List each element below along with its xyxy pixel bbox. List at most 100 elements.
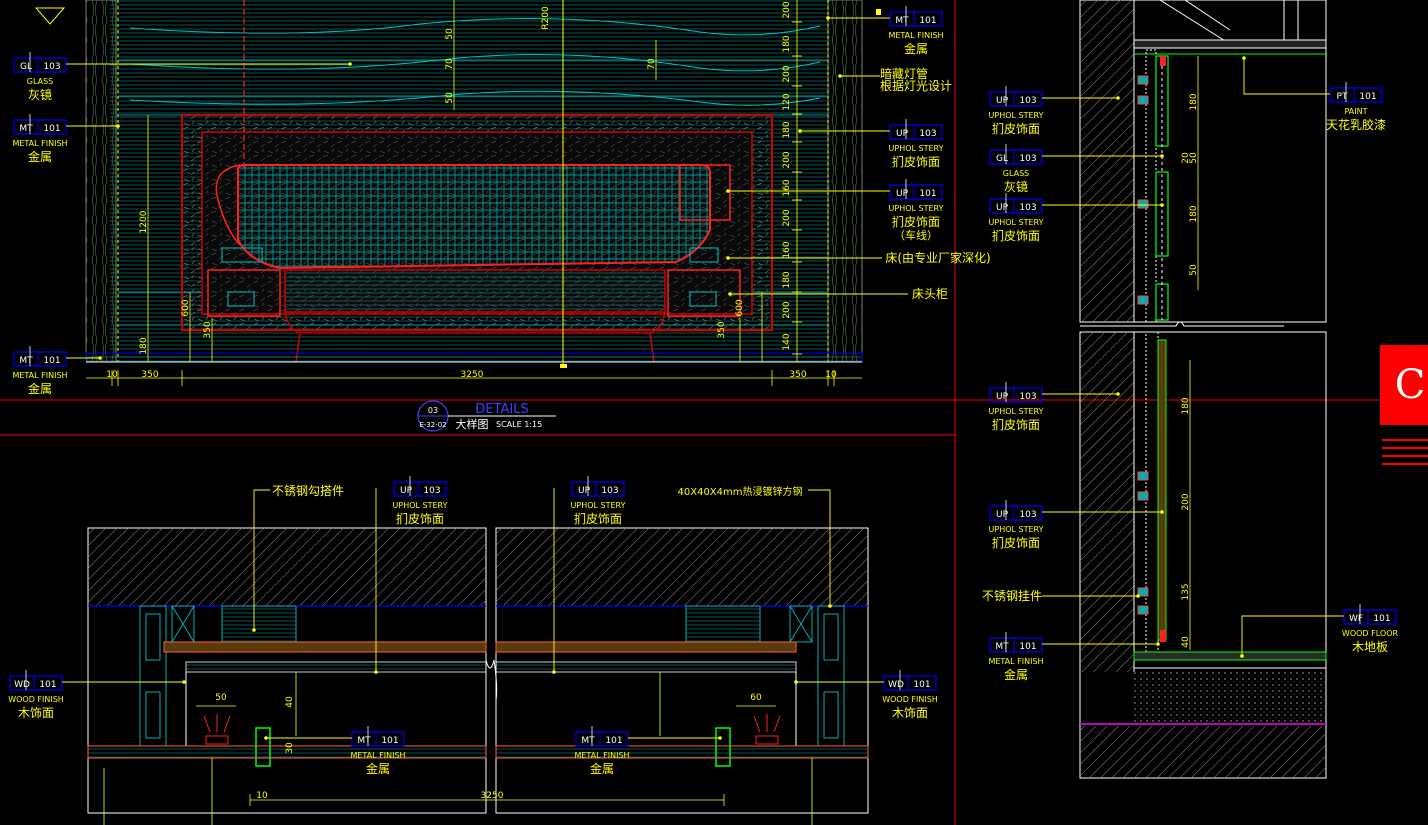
tag-english: METAL FINISH [988,657,1043,666]
note-steel-hanger: 不锈钢挂件 [982,589,1042,603]
tag-number: 103 [1019,96,1036,106]
note-bed: 床(由专业厂家深化) [885,250,990,265]
note-nightstand: 床头柜 [912,287,948,301]
sec-dim-180b: 180 [1189,205,1199,222]
tag-code: MT [995,642,1009,652]
tag-english: WOOD FLOOR [1342,629,1399,638]
tag-english: UPHOL STERY [989,525,1044,534]
tag-code: UP [996,203,1009,213]
title-number: 03 [428,406,438,415]
dim-inner-70b: 70 [647,58,657,70]
note-led-hidden: 暗藏灯管 [880,66,928,81]
title-scale: SCALE 1:15 [496,420,542,429]
tag-chinese-2: （车线） [894,228,938,242]
logo-badge: C [1380,345,1428,465]
tag-number: 101 [605,736,622,746]
plan-dim-3250: 3250 [481,791,504,801]
dim-right-600: 600 [735,299,745,316]
tag-code: GL [996,154,1008,164]
dim-vertical: 200 [782,151,792,168]
tag-number: 103 [1019,392,1036,402]
dim-vertical: 180 [782,271,792,288]
tag-english: GLASS [27,77,53,86]
tag-number: 103 [43,62,60,72]
dim-inner-70a: 70 [445,58,455,70]
tag-code: MT [895,16,909,26]
dim-vertical: 200 [782,209,792,226]
tag-english: UPHOL STERY [889,204,944,213]
tag-english: WOOD FINISH [882,695,938,704]
dim-vertical: 200 [782,301,792,318]
tag-code: WD [888,680,904,690]
tag-english: GLASS [1003,169,1029,178]
plan-dim-50: 50 [215,693,227,703]
tag-chinese: 木地板 [1352,640,1388,654]
tag-english: UPHOL STERY [989,407,1044,416]
tag-english: METAL FINISH [888,31,943,40]
title-sheet: E-32-02 [419,421,446,429]
tag-number: 103 [423,486,440,496]
tag-code: PT [1337,92,1348,102]
dim-vertical: 180 [782,121,792,138]
tag-chinese: 金属 [28,149,52,164]
tag-chinese: 木饰面 [18,706,54,720]
tag-chinese: 扪皮饰面 [574,511,622,526]
tag-chinese: 金属 [366,761,390,776]
dim-vertical: 120 [782,93,792,110]
sec-dim-180c: 180 [1181,397,1191,414]
dim-vertical: 180 [782,35,792,52]
plan-dim-40: 40 [285,696,295,708]
tag-code: MT [19,356,33,366]
tag-code: WD [14,680,30,690]
tag-chinese: 扪皮饰面 [992,228,1040,243]
tag-number: 103 [601,486,618,496]
tag-chinese: 金属 [1004,667,1028,682]
title-cn: 大样图 [456,417,489,431]
sec-dim-50b: 50 [1189,264,1199,276]
dim-right-350: 350 [717,321,727,338]
plan-dim-30: 30 [285,742,295,754]
tag-number: 101 [43,124,60,134]
plan-section [87,527,869,825]
tag-chinese: 天花乳胶漆 [1326,117,1386,132]
tag-code: MT [581,736,595,746]
tag-code: UP [996,96,1009,106]
tag-english: UPHOL STERY [393,501,448,510]
note-steel-tube: 40X40X4mm热浸镀锌方钢 [678,485,803,498]
dim-vertical: 160 [782,179,792,196]
sec-dim-180a: 180 [1189,93,1199,110]
title-en: DETAILS [475,402,528,417]
plan-dim-60: 60 [750,693,762,703]
tag-code: GL [20,62,32,72]
title-block: 03 E-32-02 DETAILS 大样图 SCALE 1:15 [417,400,556,432]
dim-left-1200: 1200 [139,210,149,233]
tag-code: MT [19,124,33,134]
tag-number: 101 [919,189,936,199]
tag-chinese: 金属 [904,41,928,56]
logo-letter: C [1395,362,1426,408]
sec-dim-135: 135 [1181,583,1191,600]
tag-number: 101 [381,736,398,746]
dim-vertical: 140 [782,333,792,350]
tag-english: UPHOL STERY [989,111,1044,120]
sec-dim-20: 20 [1181,152,1191,164]
dim-left-600: 600 [181,299,191,316]
